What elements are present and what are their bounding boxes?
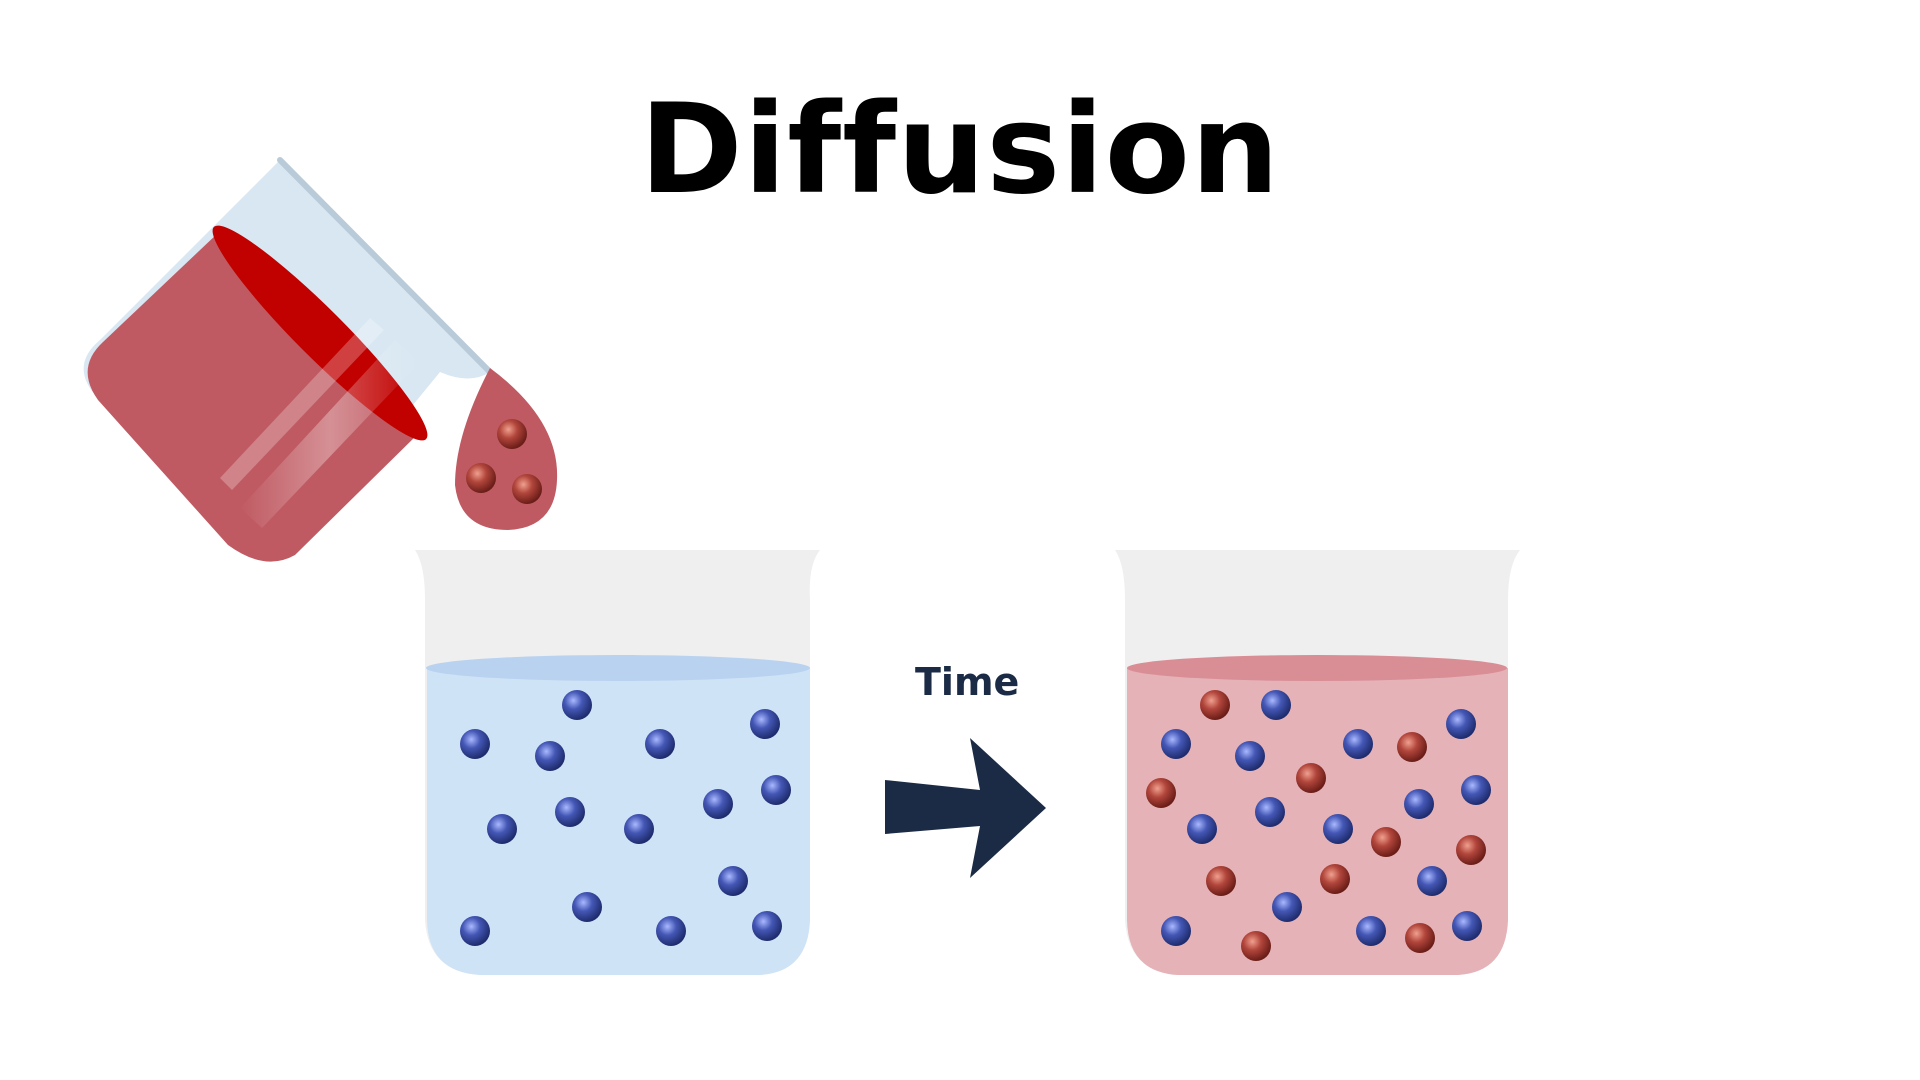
blue-particle <box>460 729 490 759</box>
red-particle <box>1206 866 1236 896</box>
red-particle <box>1405 923 1435 953</box>
drop-shape <box>455 368 558 530</box>
blue-particle <box>1446 709 1476 739</box>
blue-particle <box>1272 892 1302 922</box>
blue-particle <box>487 814 517 844</box>
drop-particle <box>497 419 527 449</box>
blue-particle <box>572 892 602 922</box>
blue-particle <box>1404 789 1434 819</box>
beaker-before-liquid-surface <box>426 655 810 681</box>
blue-particle <box>645 729 675 759</box>
blue-particle <box>624 814 654 844</box>
blue-particle <box>1452 911 1482 941</box>
blue-particle <box>750 709 780 739</box>
pouring-beaker-liquid <box>87 233 421 562</box>
beaker-after <box>1115 550 1520 975</box>
pouring-beaker-rim <box>277 157 493 375</box>
page-title: Diffusion <box>639 78 1281 222</box>
pouring-beaker-highlight <box>240 340 420 528</box>
drop-icon <box>455 368 558 530</box>
beaker-after-particles <box>1146 690 1491 961</box>
blue-particle <box>1261 690 1291 720</box>
time-label: Time <box>915 660 1020 704</box>
drop-particle <box>512 474 542 504</box>
drop-particle <box>466 463 496 493</box>
blue-particle <box>555 797 585 827</box>
blue-particle <box>535 741 565 771</box>
beaker-before-liquid <box>427 668 810 975</box>
blue-particle <box>1323 814 1353 844</box>
blue-particle <box>1356 916 1386 946</box>
blue-particle <box>460 916 490 946</box>
blue-particle <box>752 911 782 941</box>
blue-particle <box>1187 814 1217 844</box>
beaker-before <box>415 550 820 975</box>
red-particle <box>1397 732 1427 762</box>
red-particle <box>1296 763 1326 793</box>
red-particle <box>1371 827 1401 857</box>
red-particle <box>1200 690 1230 720</box>
blue-particle <box>761 775 791 805</box>
blue-particle <box>1255 797 1285 827</box>
blue-particle <box>1235 741 1265 771</box>
blue-particle <box>1161 916 1191 946</box>
red-particle <box>1241 931 1271 961</box>
blue-particle <box>656 916 686 946</box>
blue-particle <box>1343 729 1373 759</box>
blue-particle <box>1161 729 1191 759</box>
blue-particle <box>1461 775 1491 805</box>
red-particle <box>1146 778 1176 808</box>
beaker-after-liquid-surface <box>1127 655 1507 681</box>
red-particle <box>1320 864 1350 894</box>
blue-particle <box>718 866 748 896</box>
blue-particle <box>562 690 592 720</box>
blue-particle <box>1417 866 1447 896</box>
pouring-beaker-icon <box>83 157 493 562</box>
pouring-beaker-highlight-2 <box>220 318 384 490</box>
blue-particle <box>703 789 733 819</box>
red-particle <box>1456 835 1486 865</box>
beaker-before-particles <box>460 690 791 946</box>
arrow-right-icon <box>885 738 1046 878</box>
